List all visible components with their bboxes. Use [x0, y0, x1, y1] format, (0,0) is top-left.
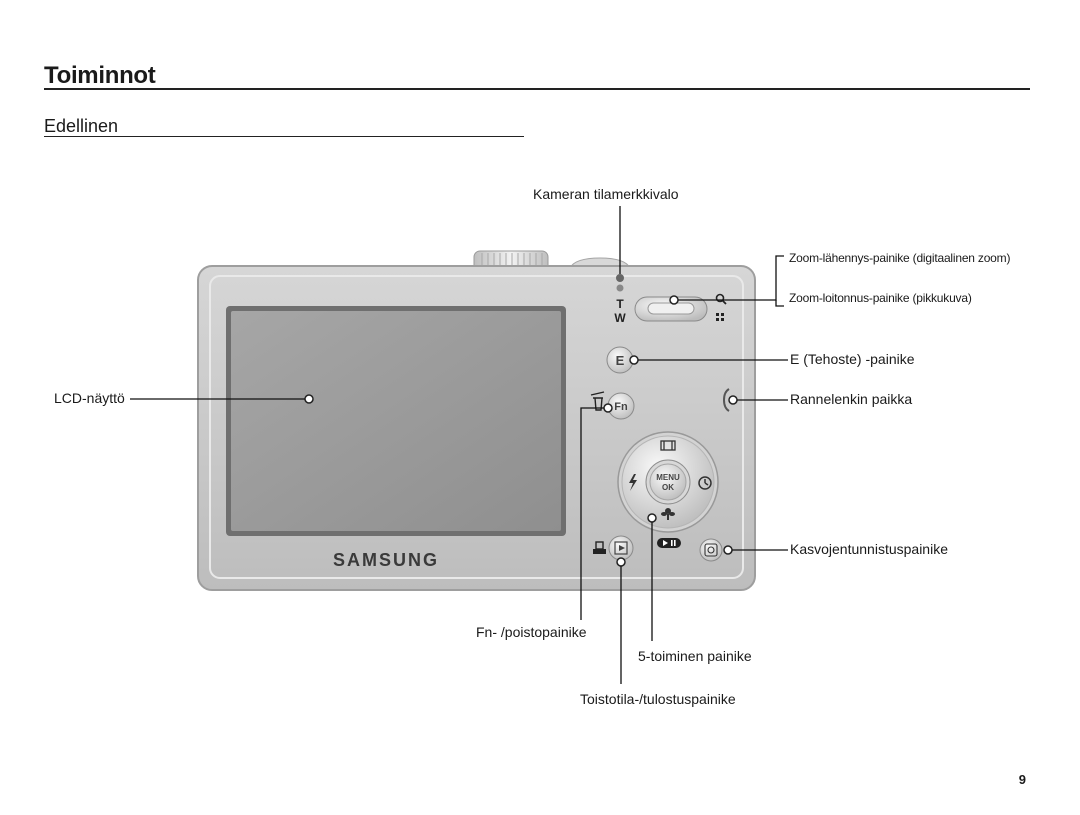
macro-icon — [661, 508, 675, 520]
page-number: 9 — [1018, 772, 1026, 787]
lcd-screen — [231, 311, 561, 531]
callout-e-button: E (Tehoste) -painike — [790, 351, 915, 367]
status-lamp-upper — [616, 274, 624, 282]
face-detection-icon — [704, 543, 718, 557]
callout-five-way: 5-toiminen painike — [638, 648, 752, 664]
delete-icon — [590, 391, 605, 411]
callout-face-detection: Kasvojentunnistuspainike — [790, 541, 948, 557]
callout-play-print: Toistotila-/tulostuspainike — [580, 691, 736, 707]
callout-zoom-out: Zoom-loitonnus-painike (pikkukuva) — [789, 291, 972, 305]
wide-label: W — [614, 311, 626, 325]
ok-label: OK — [662, 483, 674, 492]
section-subtitle: Edellinen — [44, 116, 119, 136]
callout-zoom-in: Zoom-lähennys-painike (digitaalinen zoom… — [789, 251, 1011, 265]
brand-logo: SAMSUNG — [333, 550, 439, 570]
callout-status-lamp: Kameran tilamerkkivalo — [533, 186, 679, 202]
callout-lcd: LCD-näyttö — [54, 390, 125, 406]
display-icon — [660, 440, 676, 451]
leader-lines — [130, 206, 788, 684]
fn-button-label: Fn — [614, 401, 628, 413]
print-icon — [593, 541, 606, 554]
zoom-in-icon — [715, 293, 727, 305]
tele-label: T — [616, 297, 624, 311]
face-detection-button[interactable] — [699, 538, 723, 562]
strap-lug — [722, 388, 730, 412]
callout-fn-delete: Fn- /poistopainike — [476, 624, 587, 640]
thumbnail-icon — [716, 313, 724, 321]
title-underline — [44, 88, 1030, 90]
status-lamp-lower — [616, 284, 624, 292]
e-button-label: E — [616, 353, 625, 368]
menu-label: MENU — [656, 473, 680, 482]
flash-icon — [629, 474, 637, 491]
play-pause-icon — [657, 538, 681, 548]
self-timer-icon — [698, 476, 712, 490]
subtitle-underline — [44, 136, 524, 137]
callout-strap: Rannelenkin paikka — [790, 391, 913, 407]
page-title: Toiminnot — [44, 62, 156, 89]
